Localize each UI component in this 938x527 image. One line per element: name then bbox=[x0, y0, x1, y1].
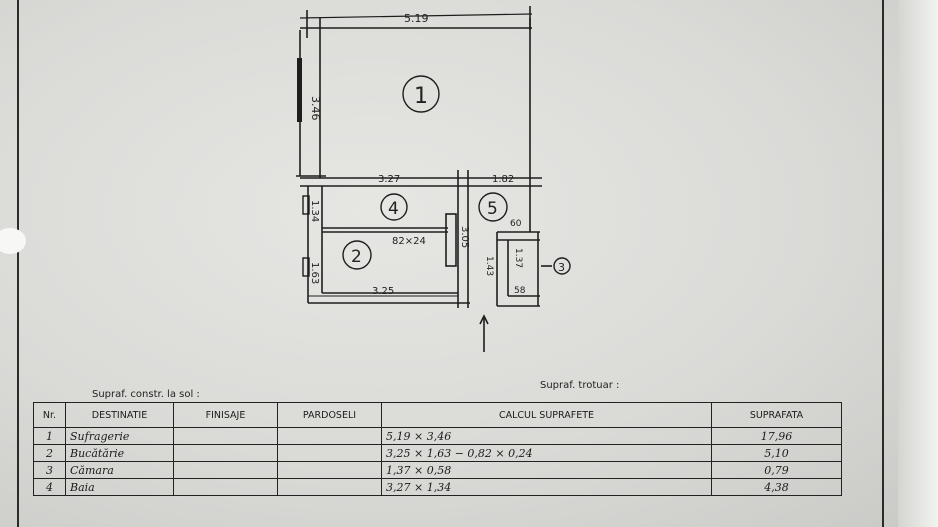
dim-closet-height: 1.37 bbox=[513, 248, 523, 268]
dim-room4-width: 3.27 bbox=[378, 174, 400, 185]
surface-table: Nr. DESTINATIE FINISAJE PARDOSELI CALCUL… bbox=[33, 402, 842, 496]
row-flooring bbox=[277, 461, 382, 479]
header-destination: DESTINATIE bbox=[65, 402, 174, 428]
dim-room1-height: 3.46 bbox=[309, 96, 322, 121]
window-icon bbox=[297, 58, 302, 122]
window-icon bbox=[302, 195, 310, 215]
header-calculation: CALCUL SUPRAFETE bbox=[381, 402, 712, 428]
dim-top-width: 5.19 bbox=[404, 12, 429, 25]
row-calculation: 1,37 × 0,58 bbox=[381, 461, 712, 479]
paper-edge bbox=[898, 0, 938, 527]
row-calculation: 3,27 × 1,34 bbox=[381, 478, 712, 496]
dim-closet-depth: 58 bbox=[514, 286, 526, 296]
row-flooring bbox=[277, 478, 382, 496]
dim-room4-height: 1.34 bbox=[309, 200, 320, 222]
room-number-5: 5 bbox=[487, 199, 498, 219]
row-destination: Baia bbox=[65, 478, 174, 496]
row-finishes bbox=[173, 427, 278, 445]
table-row: 4 Baia 3,27 × 1,34 4,38 bbox=[33, 478, 842, 496]
room-number-4: 4 bbox=[388, 199, 399, 219]
header-flooring: PARDOSELI bbox=[277, 402, 382, 428]
row-destination: Sufragerie bbox=[65, 427, 174, 445]
room-number-1: 1 bbox=[414, 84, 428, 109]
row-nr: 1 bbox=[33, 427, 66, 445]
header-nr: Nr. bbox=[33, 402, 66, 428]
sidewalk-area-label: Supraf. trotuar : bbox=[540, 380, 620, 391]
built-area-label: Supraf. constr. la sol : bbox=[92, 389, 200, 400]
row-finishes bbox=[173, 444, 278, 462]
table-row: 2 Bucătărie 3,25 × 1,63 − 0,82 × 0,24 5,… bbox=[33, 444, 842, 462]
floor-plan: 5.19 3.46 3.27 1.82 1.34 1.63 3.05 82×24… bbox=[296, 6, 571, 352]
room-number-2: 2 bbox=[351, 247, 362, 267]
room-number-3: 3 bbox=[558, 261, 565, 274]
row-calculation: 3,25 × 1,63 − 0,82 × 0,24 bbox=[381, 444, 712, 462]
frame-right-border bbox=[882, 0, 884, 527]
row-finishes bbox=[173, 461, 278, 479]
row-nr: 4 bbox=[33, 478, 66, 496]
header-surface: SUPRAFATA bbox=[711, 402, 842, 428]
table-row: 3 Cămara 1,37 × 0,58 0,79 bbox=[33, 461, 842, 479]
row-calculation: 5,19 × 3,46 bbox=[381, 427, 712, 445]
row-nr: 3 bbox=[33, 461, 66, 479]
dim-closet-width: 60 bbox=[510, 219, 522, 229]
window-icon bbox=[302, 257, 310, 277]
dim-room5-width: 1.82 bbox=[492, 174, 514, 185]
dim-room2-height: 1.63 bbox=[309, 262, 320, 284]
dim-bottom-width: 3.25 bbox=[372, 286, 394, 297]
row-flooring bbox=[277, 427, 382, 445]
frame-left-border bbox=[17, 0, 19, 527]
row-nr: 2 bbox=[33, 444, 66, 462]
header-finishes: FINISAJE bbox=[173, 402, 278, 428]
row-surface: 17,96 bbox=[711, 427, 842, 445]
table-row: 1 Sufragerie 5,19 × 3,46 17,96 bbox=[33, 427, 842, 445]
dim-alcove: 82×24 bbox=[392, 236, 426, 247]
row-surface: 5,10 bbox=[711, 444, 842, 462]
punch-hole bbox=[0, 228, 26, 254]
row-finishes bbox=[173, 478, 278, 496]
row-surface: 4,38 bbox=[711, 478, 842, 496]
table-header-row: Nr. DESTINATIE FINISAJE PARDOSELI CALCUL… bbox=[33, 402, 842, 428]
dim-partition-height: 3.05 bbox=[459, 226, 470, 248]
dim-niche-height: 1.43 bbox=[484, 256, 494, 276]
row-destination: Bucătărie bbox=[65, 444, 174, 462]
row-surface: 0,79 bbox=[711, 461, 842, 479]
row-destination: Cămara bbox=[65, 461, 174, 479]
row-flooring bbox=[277, 444, 382, 462]
